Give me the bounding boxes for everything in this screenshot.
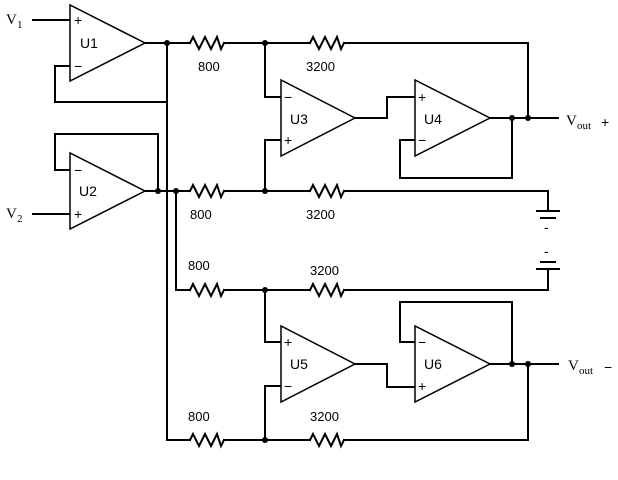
label-vout-neg-sign: − [604,359,612,375]
junction-dot [262,188,268,194]
opamp-u4: + − U4 [414,78,492,158]
opamp-u3-pin-bottom: + [284,132,292,148]
wire-u5-plus [264,289,282,343]
ground-upper-minus: - [544,219,549,235]
junction-dot [262,287,268,293]
label-vout-pos-sign: + [601,114,609,130]
label-v2-sub: 2 [17,213,23,225]
resistor-r8-value: 3200 [310,409,339,424]
wire-u3-to-u4 [354,96,416,119]
ground-upper: - [536,210,560,235]
opamp-u3-triangle [280,78,357,158]
label-v1-sub: 1 [17,19,23,31]
resistor-r5-zigzag [188,281,226,299]
opamp-u5: + − U5 [280,324,357,404]
junction-dot [173,188,179,194]
opamp-u4-label: U4 [424,111,442,127]
junction-dot [262,437,268,443]
opamp-u4-pin-top: + [418,89,426,105]
ground-lower-minus: - [544,243,549,259]
junction-dot [525,361,531,367]
opamp-u2: − + U2 [69,151,147,231]
resistor-labels: 800 3200 800 3200 800 3200 800 3200 [188,59,339,424]
resistor-r2-value: 3200 [306,59,335,74]
label-v2: V 2 [6,206,23,225]
resistor-r8-zigzag [308,431,346,449]
wire-u4-feedback [399,117,513,179]
opamp-u3-label: U3 [290,111,308,127]
junction-dot [509,361,515,367]
resistor-r3-value: 800 [190,207,212,222]
label-vout-pos: V out + [566,113,609,132]
label-v2-main: V [6,206,17,222]
resistors [188,34,346,449]
resistor-r7-value: 800 [188,409,210,424]
opamp-u6-pin-bottom: + [418,378,426,394]
resistor-r1-zigzag [188,34,226,52]
opamp-u5-pin-top: + [284,334,292,350]
wire-row4-feedback [343,363,529,441]
wire-u3-plus [264,139,282,192]
label-v1: V 1 [6,12,23,31]
opamp-u5-triangle [280,324,357,404]
wire-u5-to-u6 [354,363,416,388]
opamp-u6: − + U6 [414,324,492,404]
resistor-r6-value: 3200 [310,263,339,278]
resistor-r2-zigzag [308,34,346,52]
resistor-r4-zigzag [308,182,346,200]
opamp-u3: − + U3 [280,78,357,158]
opamp-u2-label: U2 [79,183,97,199]
resistor-r1-value: 800 [198,59,220,74]
opamp-u1-triangle [69,3,147,83]
opamp-u2-pin-bottom: + [74,206,82,222]
ground-lower: - [536,243,560,270]
opamp-u4-pin-bottom: − [418,132,426,148]
junction-dot [262,40,268,46]
wire-row2-ground [343,190,549,211]
wire-u5-minus [264,385,282,441]
junction-dot [525,115,531,121]
junction-dot [509,115,515,121]
wire-row3-ground [343,269,549,291]
label-vout-pos-main: V [566,113,577,129]
opamp-u2-triangle [69,151,147,231]
wire-u3-minus [264,42,282,98]
wire-u2-feedback [54,133,159,192]
label-vout-neg-sub: out [579,365,593,377]
opamp-u3-pin-top: − [284,89,292,105]
resistor-r6-zigzag [308,281,346,299]
opamp-u2-pin-top: − [74,162,82,178]
opamp-u6-triangle [414,324,492,404]
wire-row1-feedback [343,42,529,119]
resistor-r7-zigzag [188,431,226,449]
junction-dot [164,40,170,46]
resistor-r4-value: 3200 [306,207,335,222]
label-vout-pos-sub: out [577,120,591,132]
wire-bus-u1 [166,42,191,441]
opamp-u6-pin-top: − [418,334,426,350]
resistor-r5-value: 800 [188,258,210,273]
wire-bus-u2 [175,190,191,291]
opamp-u5-pin-bottom: − [284,378,292,394]
wire-u6-feedback [399,301,513,365]
label-v1-main: V [6,12,17,28]
label-vout-neg: V out − [568,358,612,377]
opamp-u1-label: U1 [80,35,98,51]
opamp-u1: + − U1 [69,3,147,83]
junction-dot [155,188,161,194]
label-vout-neg-main: V [568,358,579,374]
opamp-u5-label: U5 [290,356,308,372]
resistor-r3-zigzag [188,182,226,200]
junctions [155,40,531,443]
opamp-u6-label: U6 [424,356,442,372]
opamp-u1-pin-top: + [74,12,82,28]
opamp-u4-triangle [414,78,492,158]
opamp-u1-pin-bottom: − [74,58,82,74]
